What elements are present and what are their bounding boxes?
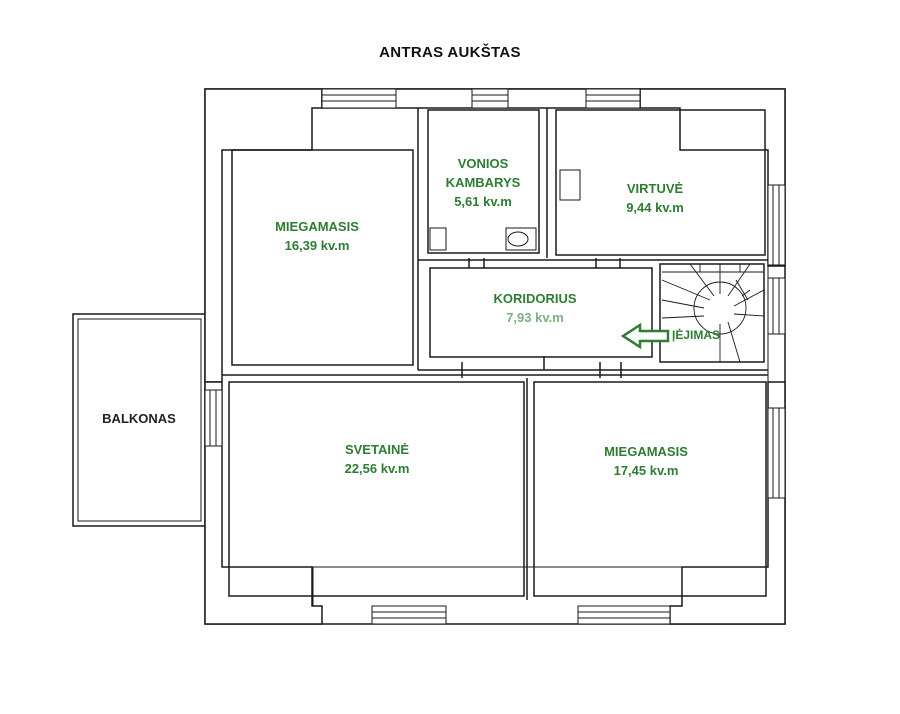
kitchen-label: VIRTUVĖ 9,44 kv.m — [626, 179, 684, 217]
window-bottom-1 — [371, 605, 447, 625]
living-room-area: 22,56 kv.m — [344, 461, 410, 476]
kitchen-room — [555, 109, 766, 256]
window-right-3 — [767, 407, 786, 499]
bathroom-name-line2: KAMBARYS — [445, 175, 521, 190]
window-bottom-2 — [577, 605, 671, 625]
bedroom-right-label: MIEGAMASIS 17,45 kv.m — [604, 442, 688, 480]
kitchen-area: 9,44 kv.m — [626, 200, 684, 215]
balcony-name: BALKONAS — [102, 411, 176, 426]
window-right-2 — [767, 277, 786, 335]
kitchen-sink — [559, 169, 581, 201]
bedroom-left-area: 16,39 kv.m — [284, 238, 350, 253]
fixtures — [429, 169, 581, 251]
bathroom-area: 5,61 kv.m — [454, 194, 512, 209]
bathroom-name-line1: VONIOS — [457, 156, 509, 171]
living-room-label: SVETAINĖ 22,56 kv.m — [345, 440, 410, 478]
living-room-name: SVETAINĖ — [344, 442, 410, 457]
bedroom-left-name: MIEGAMASIS — [275, 219, 359, 234]
corner-bottom-left — [204, 381, 323, 625]
entrance-label: ĮĖJIMAS — [672, 326, 720, 345]
entrance-name: ĮĖJIMAS — [671, 328, 721, 342]
balcony-inner — [77, 318, 202, 522]
bathroom-room — [427, 109, 540, 254]
window-top-1 — [321, 88, 397, 109]
corridor-name: KORIDORIUS — [493, 291, 577, 306]
bedroom-right-room — [533, 381, 767, 597]
corridor-area: 7,93 kv.m — [506, 310, 564, 325]
balcony-label: BALKONAS — [102, 409, 176, 428]
corridor-label: KORIDORIUS 7,93 kv.m — [493, 289, 576, 327]
window-top-3 — [585, 88, 641, 109]
corridor-room — [429, 267, 653, 358]
entrance-arrow — [620, 322, 670, 350]
sink — [429, 227, 447, 251]
plan-title: ANTRAS AUKŠTAS — [379, 44, 521, 61]
bedroom-left-label: MIEGAMASIS 16,39 kv.m — [275, 217, 359, 255]
bedroom-left-room — [231, 149, 414, 366]
window-left-balcony — [204, 389, 223, 447]
toilet-bowl — [507, 231, 529, 247]
bedroom-right-name: MIEGAMASIS — [604, 444, 688, 459]
kitchen-name: VIRTUVĖ — [626, 181, 684, 196]
window-top-2 — [471, 88, 509, 109]
living-room — [228, 381, 525, 597]
bedroom-right-area: 17,45 kv.m — [613, 463, 679, 478]
corner-top-right — [639, 88, 786, 267]
staircase — [661, 263, 765, 363]
windows — [204, 88, 786, 625]
stair-well — [659, 263, 765, 363]
window-right-1 — [767, 184, 786, 266]
bathroom-label: VONIOS KAMBARYS 5,61 kv.m — [446, 154, 521, 211]
